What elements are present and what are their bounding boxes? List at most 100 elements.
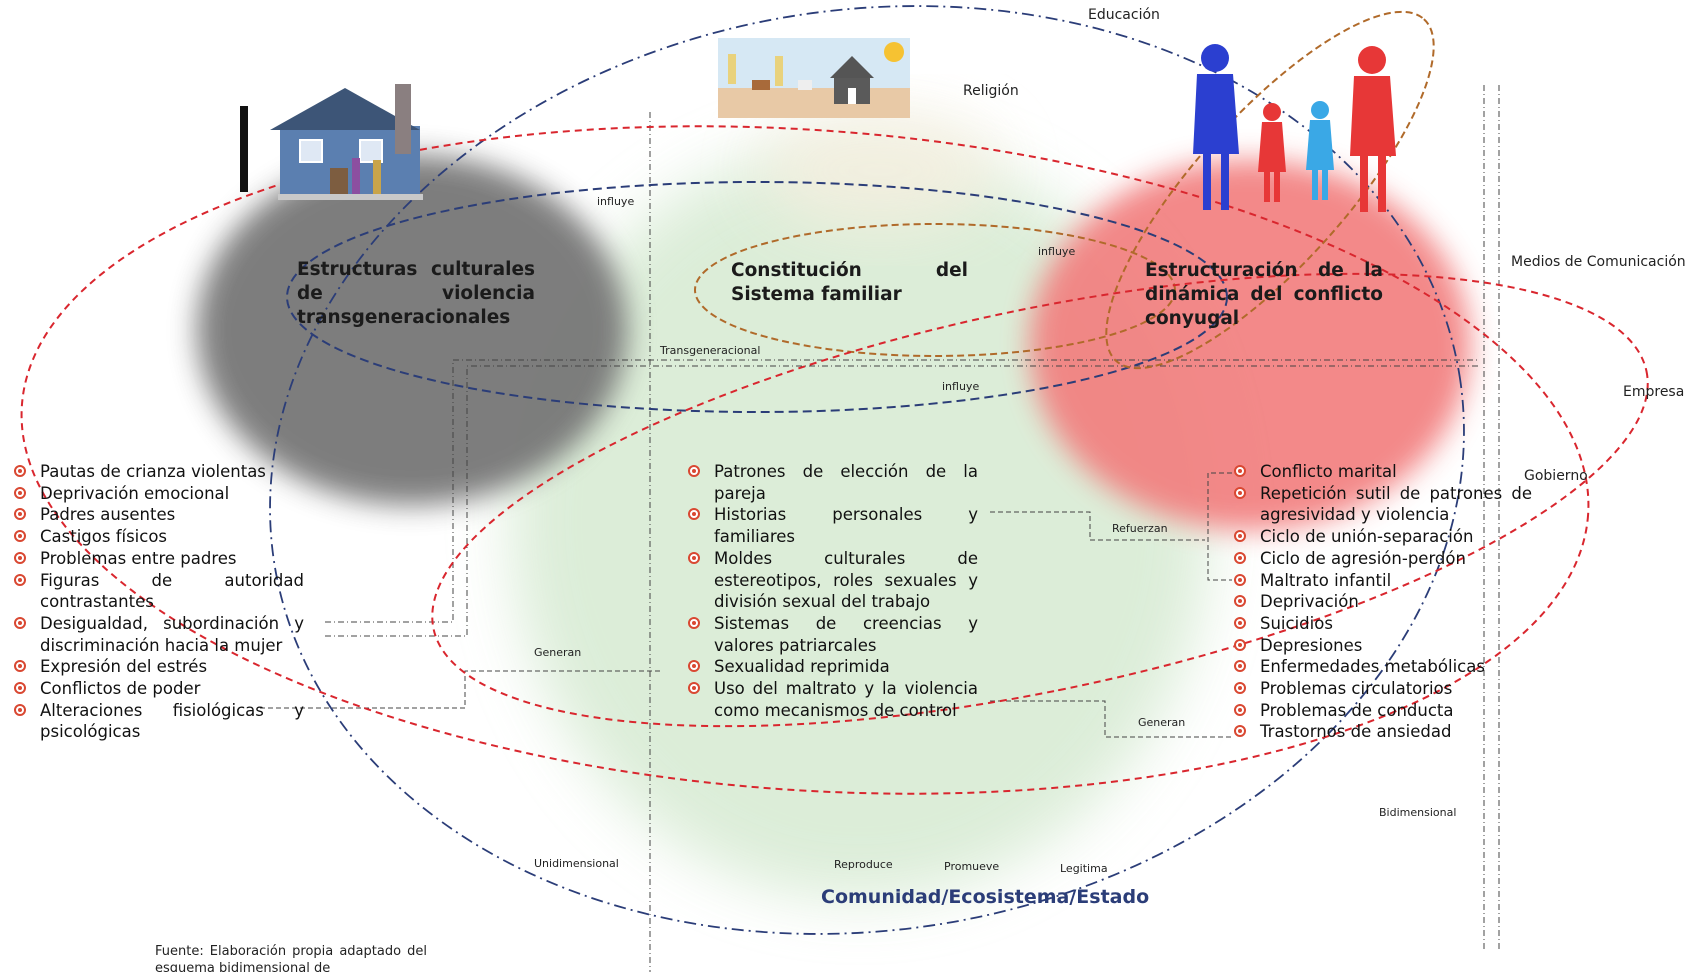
list-item-text: Pautas de crianza violentas xyxy=(40,462,266,481)
list-item: Alteraciones fisiológicas y psicológicas xyxy=(12,700,304,743)
list-item: Problemas circulatorios xyxy=(1232,678,1532,700)
list-item-text: Maltrato infantil xyxy=(1260,570,1392,590)
list-item: Figuras de autoridad contrastantes xyxy=(12,570,304,613)
list-item: Ciclo de agresión-perdón xyxy=(1232,548,1532,570)
target-bullet-icon xyxy=(1234,638,1246,651)
list-item-text: Historias personales y familiares xyxy=(714,505,978,547)
list-item: Castigos físicos xyxy=(12,526,304,548)
list-item: Sexualidad reprimida xyxy=(686,656,978,678)
target-bullet-icon xyxy=(14,616,26,629)
target-bullet-icon xyxy=(1234,573,1246,586)
refuerzan-connector xyxy=(990,511,1205,541)
list-item-text: Sexualidad reprimida xyxy=(714,657,890,677)
list-item: Problemas entre padres xyxy=(12,548,304,570)
list-item: Deprivación emocional xyxy=(12,483,304,505)
center-list: Patrones de elección de la pareja Histor… xyxy=(686,461,978,721)
list-item: Conflictos de poder xyxy=(12,678,304,700)
house-illustration xyxy=(240,84,423,200)
label-generan-left: Generan xyxy=(534,646,582,659)
list-item-text: Ciclo de unión-separación xyxy=(1260,527,1474,547)
list-item: Sistemas de creencias y valores patriarc… xyxy=(686,613,978,656)
right-circle-title: Estructuración de la dinámica del confli… xyxy=(1145,260,1383,329)
target-bullet-icon xyxy=(688,616,700,629)
list-item: Suicidios xyxy=(1232,613,1532,635)
label-reproduce: Reproduce xyxy=(834,858,893,871)
list-item: Deprivación xyxy=(1232,591,1532,613)
transgenerational-line-2 xyxy=(325,365,1480,637)
list-item: Ciclo de unión-separación xyxy=(1232,526,1532,548)
list-item-text: Castigos físicos xyxy=(40,527,168,547)
target-bullet-icon xyxy=(688,465,700,477)
label-influye-1: influye xyxy=(597,195,635,208)
family-system-ellipse xyxy=(694,223,1176,357)
label-medios: Medios de Comunicación xyxy=(1511,254,1686,270)
list-item: Expresión del estrés xyxy=(12,656,304,678)
media-ellipse xyxy=(431,272,1649,728)
list-item-text: Expresión del estrés xyxy=(40,657,208,677)
list-item-text: Problemas de conducta xyxy=(1260,700,1454,720)
list-item: Uso del maltrato y la violencia como mec… xyxy=(686,678,978,721)
list-item-text: Padres ausentes xyxy=(40,505,176,525)
target-bullet-icon xyxy=(688,551,700,564)
label-unidimensional: Unidimensional xyxy=(534,857,619,870)
center-circle-title: Constitución del Sistema familiar xyxy=(731,260,968,305)
list-item-text: Depresiones xyxy=(1260,635,1363,655)
gray-left-circle xyxy=(197,155,627,505)
left-circle-title: Estructuras culturales de violencia tran… xyxy=(297,259,535,328)
label-influye-3: influye xyxy=(942,380,980,393)
list-item-text: Enfermedades metabólicas xyxy=(1260,657,1485,677)
target-bullet-icon xyxy=(1234,682,1246,695)
target-bullet-icon xyxy=(14,660,26,673)
target-bullet-icon xyxy=(1234,486,1246,499)
list-item: Enfermedades metabólicas xyxy=(1232,656,1532,678)
bottom-title: Comunidad/Ecosistema/Estado xyxy=(821,886,1150,908)
list-item-text: Alteraciones fisiológicas y psicológicas xyxy=(40,700,304,742)
target-bullet-icon xyxy=(1234,725,1246,738)
list-item: Pautas de crianza violentas xyxy=(12,461,304,483)
target-bullet-icon xyxy=(1234,595,1246,608)
list-item: Problemas de conducta xyxy=(1232,700,1532,722)
list-item-text: Desigualdad, subordinación y discriminac… xyxy=(40,613,304,655)
list-item: Desigualdad, subordinación y discriminac… xyxy=(12,613,304,656)
label-educacion: Educación xyxy=(1088,7,1160,23)
target-bullet-icon xyxy=(14,486,26,499)
list-item: Padres ausentes xyxy=(12,504,304,526)
target-bullet-icon xyxy=(14,530,26,543)
list-item-text: Suicidios xyxy=(1260,613,1333,633)
list-item: Repetición sutil de patrones de agresivi… xyxy=(1232,483,1532,526)
target-bullet-icon xyxy=(14,508,26,521)
list-item: Conflicto marital xyxy=(1232,461,1532,483)
list-item: Moldes culturales de estereotipos, roles… xyxy=(686,548,978,613)
influence-ellipse xyxy=(286,181,1228,413)
list-item-text: Moldes culturales de estereotipos, roles… xyxy=(714,548,978,612)
target-bullet-icon xyxy=(1234,465,1246,477)
target-bullet-icon xyxy=(14,465,26,477)
family-figures xyxy=(1193,44,1396,212)
label-influye-2: influye xyxy=(1038,245,1076,258)
list-item: Patrones de elección de la pareja xyxy=(686,461,978,504)
list-item-text: Conflictos de poder xyxy=(40,679,201,699)
list-item-text: Trastornos de ansiedad xyxy=(1260,722,1452,742)
list-item: Depresiones xyxy=(1232,635,1532,657)
target-bullet-icon xyxy=(1234,551,1246,564)
label-gobierno: Gobierno xyxy=(1524,468,1588,484)
source-note: Fuente: Elaboración propia adaptado del … xyxy=(155,944,427,972)
beige-top-glow xyxy=(760,110,1000,230)
community-ellipse xyxy=(269,5,1465,935)
target-bullet-icon xyxy=(688,508,700,521)
list-item-text: Problemas circulatorios xyxy=(1260,679,1453,699)
target-bullet-icon xyxy=(1234,660,1246,673)
list-item: Maltrato infantil xyxy=(1232,570,1532,592)
list-item-text: Problemas entre padres xyxy=(40,548,237,568)
list-item-text: Deprivación xyxy=(1260,592,1359,612)
target-bullet-icon xyxy=(14,573,26,586)
label-religion: Religión xyxy=(963,83,1019,99)
label-transgeneracional: Transgeneracional xyxy=(660,344,761,357)
list-item-text: Conflicto marital xyxy=(1260,462,1397,481)
list-item-text: Uso del maltrato y la violencia como mec… xyxy=(714,679,978,720)
label-bidimensional: Bidimensional xyxy=(1379,806,1457,819)
target-bullet-icon xyxy=(688,682,700,695)
label-empresa: Empresa xyxy=(1623,384,1685,400)
list-item-text: Deprivación emocional xyxy=(40,483,230,503)
